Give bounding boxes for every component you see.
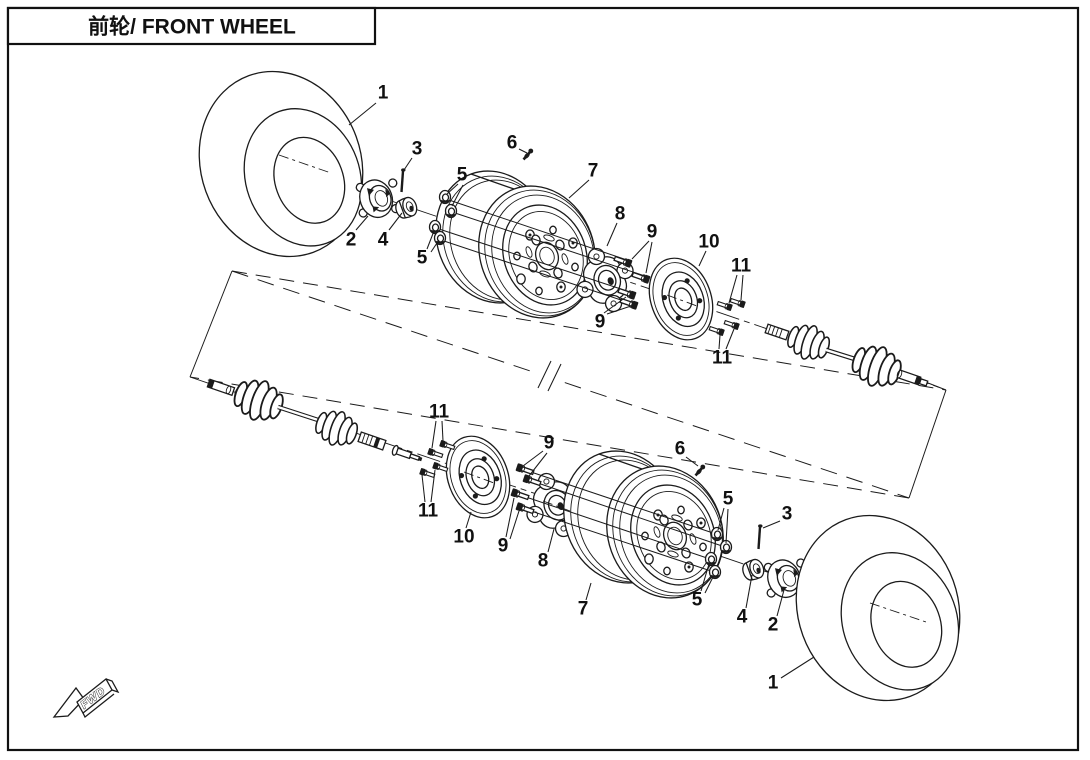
leader-line (355, 215, 369, 231)
leader-line (717, 507, 725, 531)
leader-line (522, 450, 544, 467)
cotter-pin (757, 524, 763, 550)
callout-label: 6 (675, 439, 686, 460)
leader-line (762, 520, 781, 529)
leader-line (348, 102, 377, 126)
callout-label: 6 (507, 133, 518, 154)
callout-label: 3 (782, 504, 793, 525)
leader-line (446, 183, 459, 195)
callout-label: 5 (723, 489, 734, 510)
leader-line (776, 589, 785, 617)
leader-line (568, 179, 590, 199)
callout-label: 8 (538, 551, 549, 572)
leader-line (528, 452, 548, 477)
leader-line (745, 574, 753, 609)
leader-line (430, 239, 440, 253)
callout-label: 10 (453, 527, 474, 548)
leader-line (518, 148, 528, 154)
leader-line (388, 212, 403, 231)
callout-label: 8 (615, 204, 626, 225)
stud-lines (516, 468, 726, 573)
leader-line (704, 576, 714, 594)
leader-line (547, 528, 555, 553)
callout-label: 11 (712, 348, 733, 369)
callout-label: 4 (737, 607, 748, 628)
leader-line (430, 469, 436, 503)
leader-line (465, 511, 472, 529)
leader-line (645, 241, 653, 274)
lower-wheel-assembly (206, 372, 986, 725)
leader-line (441, 420, 444, 442)
cv-axle (764, 318, 929, 395)
leader-line (451, 184, 464, 207)
leader-line (780, 656, 815, 679)
stud-lines (435, 198, 649, 306)
leader-line (700, 563, 710, 592)
leader-line (685, 456, 699, 467)
callout-label: 5 (692, 590, 703, 611)
callout-label: 4 (378, 230, 389, 251)
leader-line (505, 497, 515, 538)
leader-line (585, 582, 592, 601)
lug-nut (433, 230, 447, 246)
leader-line (426, 230, 435, 250)
leader-line (431, 420, 437, 449)
lug-nut (710, 526, 724, 542)
diagonal-centerline (231, 270, 910, 499)
leader-line (718, 334, 721, 350)
leader-line (603, 296, 627, 314)
leader-line (509, 510, 520, 540)
leader-line (725, 508, 729, 544)
callout-label: 1 (768, 673, 779, 694)
callout-label: 5 (417, 248, 428, 269)
leader-line (728, 274, 738, 304)
callout-label: 9 (647, 222, 658, 243)
leader-line (631, 240, 650, 260)
callout-label: 11 (418, 501, 439, 522)
title-box (6, 6, 377, 46)
callout-label: 1 (378, 83, 389, 104)
callout-label: 11 (731, 256, 752, 277)
leader-line (740, 274, 744, 301)
leader-line (606, 222, 618, 247)
leader-line (421, 474, 426, 503)
callout-label: 2 (346, 230, 357, 251)
leader-line (606, 305, 632, 315)
lug-nut (704, 551, 718, 567)
leader-line (725, 328, 735, 350)
lug-nut (708, 564, 722, 580)
callout-label: 10 (698, 232, 719, 253)
leader-line (698, 250, 707, 267)
callout-label: 9 (544, 433, 555, 454)
cv-axle (206, 372, 423, 462)
callout-label: 9 (595, 312, 606, 333)
leader-line (403, 157, 413, 171)
callout-label: 9 (498, 536, 509, 557)
upper-wheel-assembly (173, 47, 929, 395)
lug-nut (444, 203, 458, 219)
callout-label: 3 (412, 139, 423, 160)
callout-label: 11 (429, 402, 450, 423)
axis-parallelogram (189, 270, 947, 499)
callout-label: 2 (768, 615, 779, 636)
callout-label: 7 (578, 599, 589, 620)
break-mark (537, 360, 562, 392)
callout-label: 5 (457, 165, 468, 186)
page-title: 前轮/ FRONT WHEEL (88, 15, 296, 39)
callout-label: 7 (588, 161, 599, 182)
